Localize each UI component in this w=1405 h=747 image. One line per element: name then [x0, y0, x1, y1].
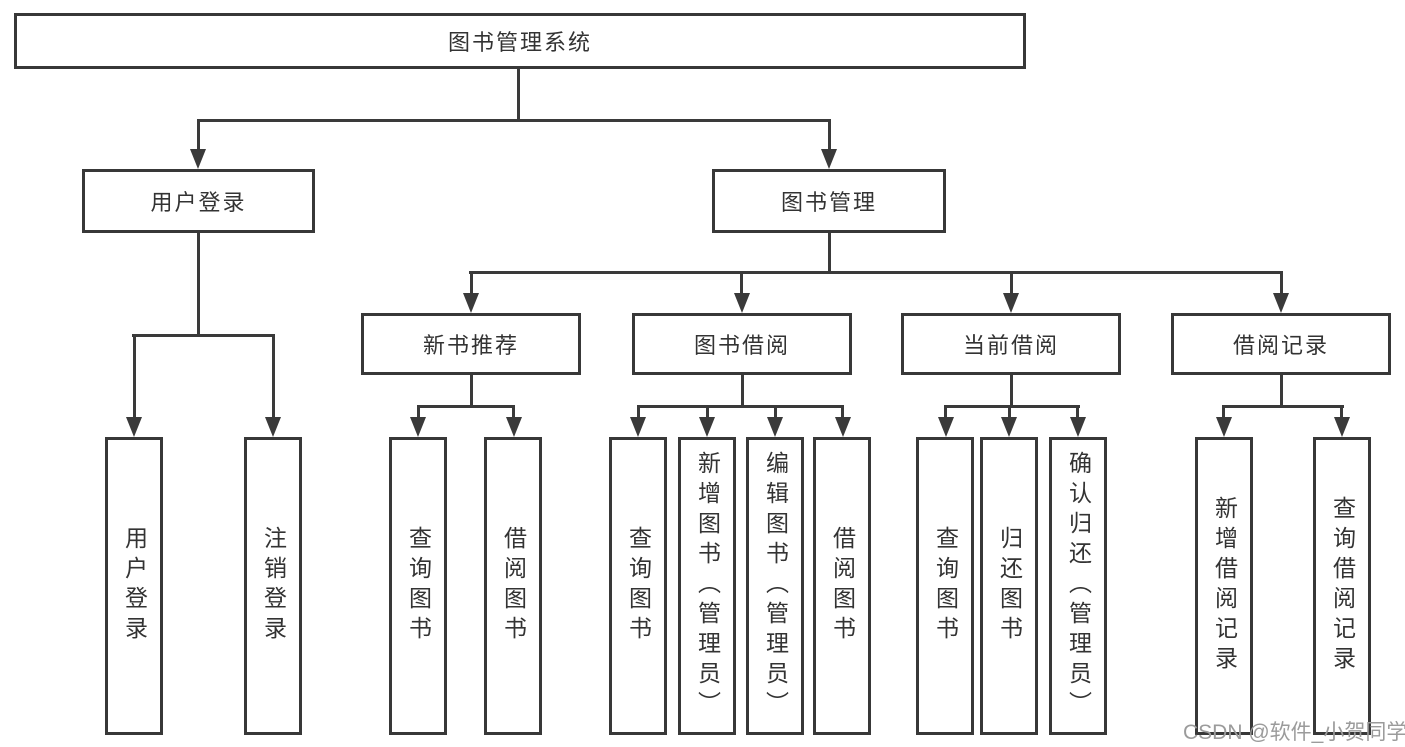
- node-borrowing-records-label: 借阅记录: [1232, 333, 1329, 358]
- connector-line: [1222, 405, 1225, 419]
- node-new-book-recommendation-label: 新书推荐: [422, 333, 519, 358]
- node-book-borrowing: 图书借阅: [632, 313, 852, 375]
- node-new-book-recommendation: 新书推荐: [361, 313, 581, 375]
- connector-line: [272, 334, 275, 419]
- connector-line: [469, 271, 1282, 274]
- arrow-down-icon: [699, 417, 715, 437]
- arrow-down-icon: [835, 417, 851, 437]
- connector-line: [197, 119, 200, 153]
- arrow-down-icon: [1001, 417, 1017, 437]
- leaf-add-book-admin: 新增图书（管理员）: [678, 437, 736, 735]
- arrow-down-icon: [821, 149, 837, 169]
- arrow-down-icon: [630, 417, 646, 437]
- connector-line: [133, 334, 136, 419]
- connector-line: [828, 233, 831, 272]
- connector-line: [828, 119, 831, 153]
- leaf-edit-book-admin-label: 编辑图书（管理员）: [762, 451, 789, 721]
- leaf-add-borrow-record: 新增借阅记录: [1195, 437, 1253, 735]
- connector-line: [1008, 405, 1011, 419]
- arrow-down-icon: [1334, 417, 1350, 437]
- node-library-management-system: 图书管理系统: [14, 13, 1026, 69]
- leaf-query-borrow-record: 查询借阅记录: [1313, 437, 1371, 735]
- connector-line: [944, 405, 947, 419]
- arrow-down-icon: [463, 293, 479, 313]
- leaf-logout-label: 注销登录: [260, 526, 287, 646]
- connector-line: [637, 405, 844, 408]
- leaf-borrow-books-recommend: 借阅图书: [484, 437, 542, 735]
- arrow-down-icon: [190, 149, 206, 169]
- leaf-user-login-label: 用户登录: [121, 526, 148, 646]
- connector-line: [470, 375, 473, 405]
- leaf-query-books-recommend: 查询图书: [389, 437, 447, 735]
- node-library-management-system-label: 图书管理系统: [447, 30, 592, 55]
- leaf-query-books-current: 查询图书: [916, 437, 974, 735]
- connector-line: [417, 405, 420, 419]
- leaf-return-book: 归还图书: [980, 437, 1038, 735]
- leaf-confirm-return-admin-label: 确认归还（管理员）: [1065, 451, 1092, 721]
- connector-line: [1010, 271, 1013, 295]
- leaf-query-books-recommend-label: 查询图书: [405, 526, 432, 646]
- connector-line: [1010, 375, 1013, 405]
- leaf-logout: 注销登录: [244, 437, 302, 735]
- leaf-query-books-borrowing: 查询图书: [609, 437, 667, 735]
- node-user-login: 用户登录: [82, 169, 315, 233]
- arrow-down-icon: [938, 417, 954, 437]
- connector-line: [740, 271, 743, 295]
- node-current-borrowing: 当前借阅: [901, 313, 1121, 375]
- arrow-down-icon: [1003, 293, 1019, 313]
- leaf-edit-book-admin: 编辑图书（管理员）: [746, 437, 804, 735]
- connector-line: [417, 405, 515, 408]
- connector-line: [512, 405, 515, 419]
- node-user-login-label: 用户登录: [150, 190, 247, 215]
- connector-line: [1222, 405, 1344, 408]
- connector-line: [841, 405, 844, 419]
- leaf-query-borrow-record-label: 查询借阅记录: [1329, 496, 1356, 676]
- arrow-down-icon: [767, 417, 783, 437]
- connector-line: [470, 271, 473, 295]
- arrow-down-icon: [1273, 293, 1289, 313]
- leaf-user-login: 用户登录: [105, 437, 163, 735]
- node-borrowing-records: 借阅记录: [1171, 313, 1391, 375]
- leaf-borrow-books-borrowing: 借阅图书: [813, 437, 871, 735]
- connector-line: [1076, 405, 1079, 419]
- leaf-borrow-books-recommend-label: 借阅图书: [500, 526, 527, 646]
- connector-line: [774, 405, 777, 419]
- connector-line: [517, 69, 520, 120]
- arrow-down-icon: [265, 417, 281, 437]
- node-current-borrowing-label: 当前借阅: [962, 333, 1059, 358]
- arrow-down-icon: [734, 293, 750, 313]
- arrow-down-icon: [1070, 417, 1086, 437]
- leaf-confirm-return-admin: 确认归还（管理员）: [1049, 437, 1107, 735]
- arrow-down-icon: [410, 417, 426, 437]
- connector-line: [706, 405, 709, 419]
- node-book-borrowing-label: 图书借阅: [693, 333, 790, 358]
- connector-line: [197, 233, 200, 335]
- leaf-return-book-label: 归还图书: [996, 526, 1023, 646]
- leaf-add-borrow-record-label: 新增借阅记录: [1211, 496, 1238, 676]
- arrow-down-icon: [506, 417, 522, 437]
- leaf-query-books-borrowing-label: 查询图书: [625, 526, 652, 646]
- leaf-add-book-admin-label: 新增图书（管理员）: [694, 451, 721, 721]
- node-book-management-label: 图书管理: [780, 190, 877, 215]
- connector-line: [197, 119, 831, 122]
- connector-line: [132, 334, 275, 337]
- leaf-borrow-books-borrowing-label: 借阅图书: [829, 526, 856, 646]
- connector-line: [1340, 405, 1343, 419]
- arrow-down-icon: [126, 417, 142, 437]
- connector-line: [944, 405, 1080, 408]
- csdn-watermark: CSDN @软件_小贺同学: [1183, 721, 1405, 744]
- connector-line: [1280, 375, 1283, 405]
- connector-line: [741, 375, 744, 405]
- connector-line: [637, 405, 640, 419]
- arrow-down-icon: [1216, 417, 1232, 437]
- node-book-management: 图书管理: [712, 169, 946, 233]
- leaf-query-books-current-label: 查询图书: [932, 526, 959, 646]
- connector-line: [1280, 271, 1283, 295]
